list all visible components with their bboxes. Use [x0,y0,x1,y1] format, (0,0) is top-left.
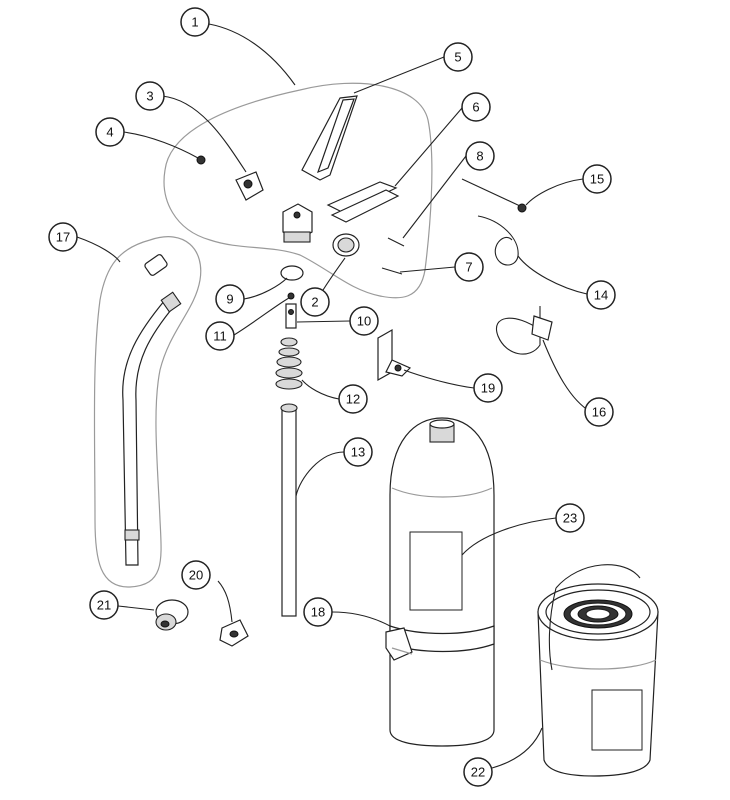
svg-text:13: 13 [351,445,365,460]
part-8-pin [387,237,405,247]
callout-7: 7 [454,252,484,282]
svg-text:3: 3 [146,89,153,104]
extinguisher-cylinder [385,417,495,747]
callout-19: 19 [473,373,503,403]
callout-12: 12 [338,384,368,414]
part-17-bent-tube [122,254,182,566]
svg-text:15: 15 [590,172,604,187]
svg-text:23: 23 [563,511,577,526]
svg-text:19: 19 [481,381,495,396]
svg-text:2: 2 [311,295,318,310]
svg-text:4: 4 [106,125,113,140]
part-7-pin [381,267,403,275]
part-6-bracket [326,181,400,223]
callout-20: 20 [181,560,211,590]
svg-text:1: 1 [191,15,198,30]
callout-13: 13 [343,437,373,467]
svg-text:18: 18 [311,605,325,620]
part-19-wall-bracket [377,328,412,382]
svg-text:22: 22 [471,765,485,780]
svg-text:14: 14 [594,288,608,303]
callout-14: 14 [586,280,616,310]
svg-text:5: 5 [454,50,461,65]
svg-text:12: 12 [346,392,360,407]
valve-body [282,203,313,243]
callout-16: 16 [584,397,614,427]
part-22-bucket [537,564,659,777]
callout-2: 2 [300,287,330,317]
svg-text:7: 7 [465,260,472,275]
callout-3: 3 [135,81,165,111]
part-10-valve-stem [285,303,297,329]
callout-18: 18 [303,597,333,627]
callout-23: 23 [555,503,585,533]
part-14-wire-loop [477,215,519,266]
part-18-strap [389,625,495,653]
group-outline-valve-assembly [163,82,433,299]
callout-11: 11 [205,321,235,351]
part-15-pull-pin [461,178,527,213]
callout-8: 8 [465,141,495,171]
callout-10: 10 [349,306,379,336]
part-11-valve-core [287,292,295,300]
svg-text:6: 6 [472,100,479,115]
part-13-siphon-tube [280,403,298,617]
part-23-label [409,531,463,611]
part-3-clip [235,171,264,201]
part-16-tamper-seal [495,306,553,355]
callout-1: 1 [180,7,210,37]
svg-text:8: 8 [476,149,483,164]
callout-4: 4 [95,117,125,147]
svg-text:9: 9 [226,292,233,307]
svg-text:20: 20 [189,568,203,583]
svg-text:10: 10 [357,314,371,329]
svg-text:21: 21 [97,598,111,613]
svg-text:11: 11 [213,329,227,344]
callout-9: 9 [215,284,245,314]
callout-6: 6 [461,92,491,122]
part-21-fitting [155,599,189,631]
part-9-o-ring [280,265,304,281]
svg-text:16: 16 [592,405,606,420]
part-5-handle [301,95,358,181]
group-outline-siphon-tube [93,236,202,588]
callout-5: 5 [443,42,473,72]
callout-15: 15 [582,164,612,194]
part-20-nut [219,619,249,647]
part-2-gauge [332,233,360,257]
part-4-screw [196,155,206,165]
part-12-spring [275,337,303,390]
svg-text:17: 17 [56,230,70,245]
callout-21: 21 [89,590,119,620]
callout-22: 22 [463,757,493,787]
callout-17: 17 [48,222,78,252]
